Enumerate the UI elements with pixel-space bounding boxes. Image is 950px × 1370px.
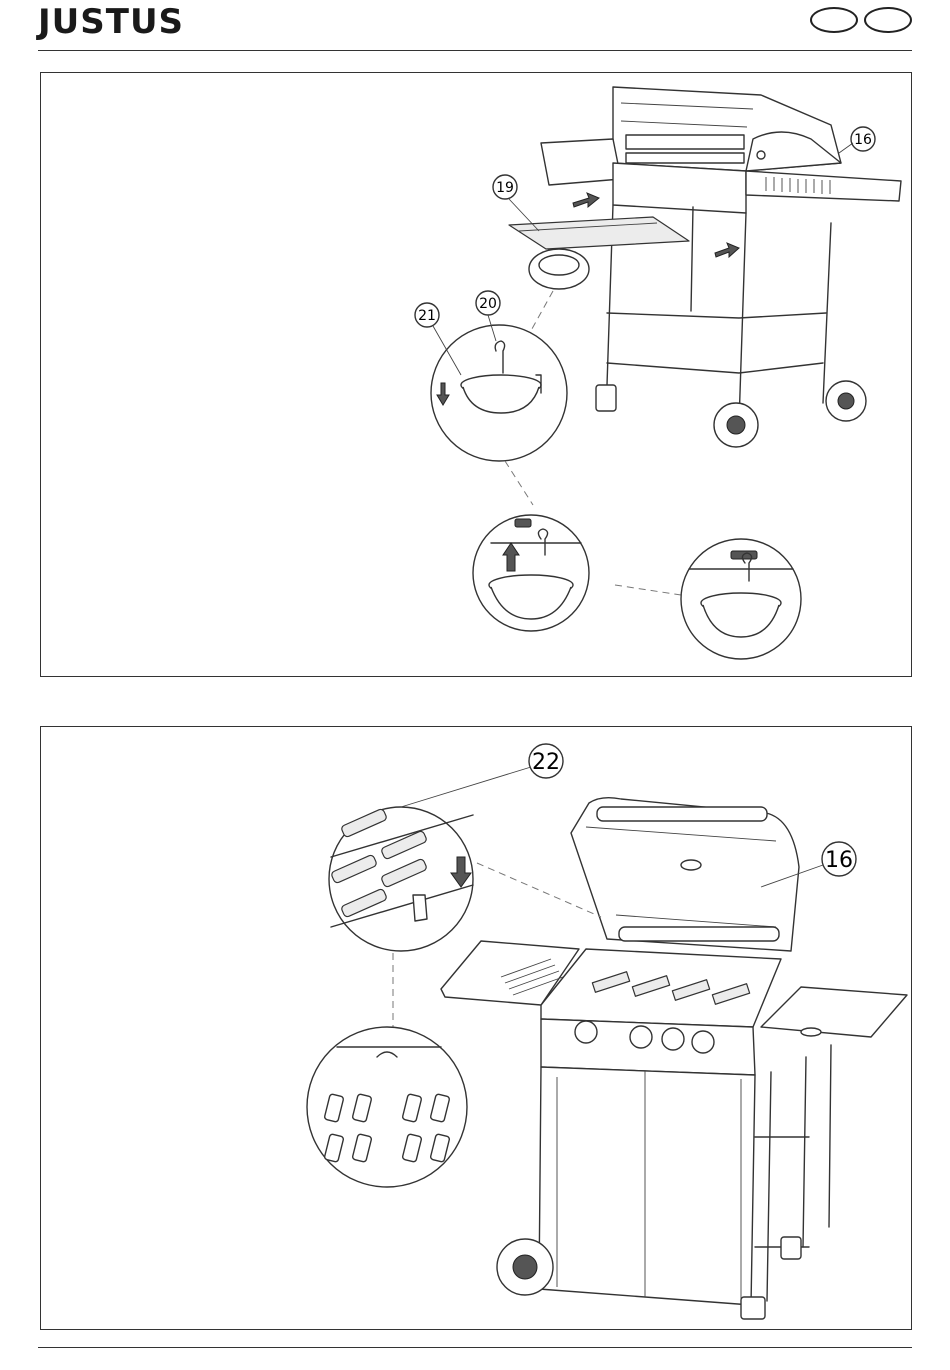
page-header: JUSTUS bbox=[0, 0, 950, 60]
callout-label: 21 bbox=[418, 308, 436, 324]
callout-label: 19 bbox=[496, 180, 514, 196]
header-divider bbox=[38, 50, 912, 51]
drip-tray-drawing bbox=[509, 217, 689, 249]
flavorizer-illustration: 22 16 bbox=[41, 727, 913, 1331]
callout-label: 16 bbox=[854, 132, 872, 148]
brand-logo: JUSTUS bbox=[38, 2, 184, 42]
assembly-step-flavorizer-bars: 22 16 bbox=[40, 726, 912, 1330]
language-ovals bbox=[810, 7, 914, 35]
footer-divider bbox=[38, 1347, 912, 1348]
language-oval-icon bbox=[810, 7, 858, 33]
language-oval-icon bbox=[864, 7, 912, 33]
assembly-step-drip-tray: 16 19 20 21 bbox=[40, 72, 912, 677]
callout-label: 16 bbox=[825, 848, 853, 873]
callout-label: 22 bbox=[532, 750, 560, 775]
callout-label: 20 bbox=[479, 296, 497, 312]
grill-body-drawing bbox=[541, 87, 901, 447]
drip-tray-illustration: 16 19 20 21 bbox=[41, 73, 913, 678]
